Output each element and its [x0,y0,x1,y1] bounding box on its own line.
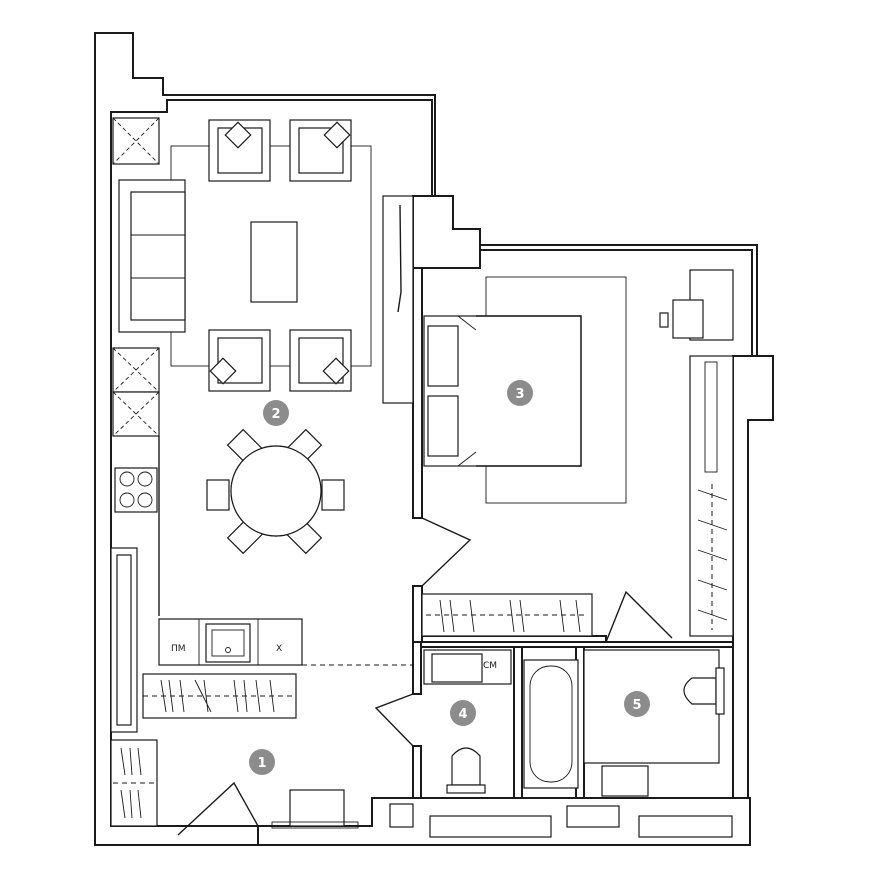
sink-icon [431,653,483,683]
dishwasher-label: ПМ [171,644,186,654]
room-number: 1 [257,756,266,771]
room-badge: 4 [450,700,476,726]
armchair-icon [289,329,352,392]
toilet-icon [451,747,481,786]
entrance-wardrobe [142,673,297,719]
washer-label: СМ [483,661,497,671]
living-room [118,119,414,404]
kitchen-counter: ПМ Х [158,618,413,666]
outer-walls [94,32,774,846]
room-number: 3 [515,387,524,402]
bench-icon [289,789,345,827]
partitions [177,267,734,836]
fridge-label: Х [276,644,282,654]
armchair-icon [289,119,352,182]
tv-unit-icon [382,195,414,404]
desk-icon [672,299,704,339]
toilet-icon [683,677,717,705]
bathtub-icon [523,659,579,789]
sink-icon [601,765,649,797]
room-number: 4 [458,707,467,722]
coffee-table-icon [250,221,298,303]
room-badge: 3 [507,380,533,406]
kitchen-column [110,117,160,827]
bathroom-large [523,649,725,797]
room-badge: 1 [249,749,275,775]
bedroom [421,269,734,637]
dining-table-icon [206,428,345,555]
bathroom-small: СМ [423,649,512,794]
armchair-icon [208,329,271,392]
room-badge: 5 [624,691,650,717]
room-number: 5 [632,698,641,713]
armchair-icon [208,119,271,182]
room-number: 2 [271,407,280,422]
room-badge: 2 [263,400,289,426]
